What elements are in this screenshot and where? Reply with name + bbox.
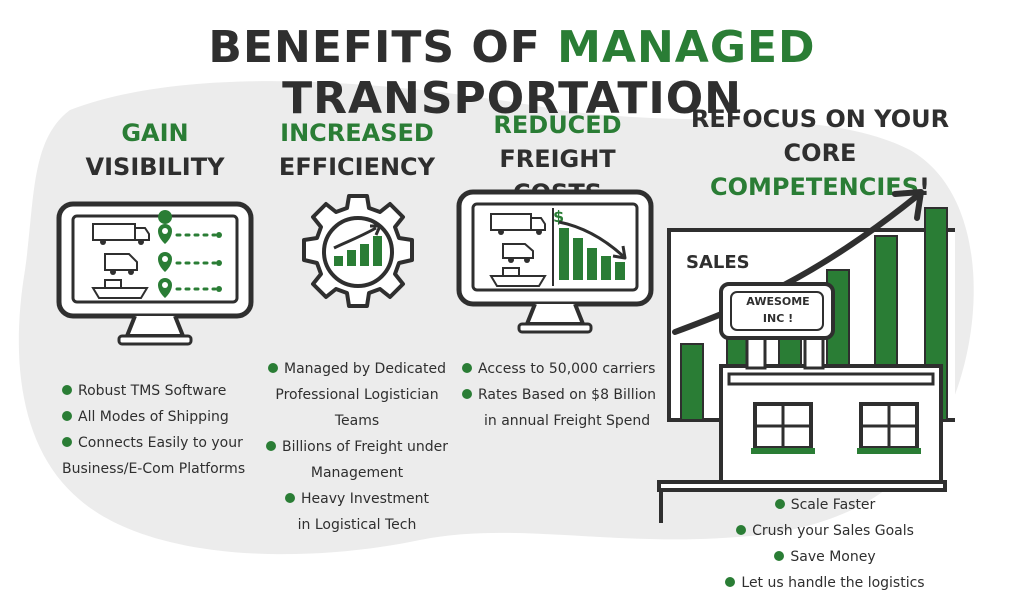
bullet-text: Rates Based on $8 Billion — [478, 387, 657, 403]
bullet-text-cont: Teams — [334, 413, 380, 429]
list-item: Crush your Sales Goals — [700, 518, 950, 544]
bullet-dot-icon — [62, 437, 72, 447]
sign-line1: AWESOME — [746, 295, 810, 308]
bullet-dot-icon — [267, 363, 278, 373]
list-item: Rates Based on $8 Billion in annual Frei… — [462, 382, 656, 434]
heading-increased-efficiency: INCREASED EFFICIENCY — [262, 116, 452, 184]
sales-label: SALES — [686, 252, 750, 273]
bullet-text: Scale Faster — [790, 497, 876, 513]
title-part1: BENEFITS OF — [208, 22, 541, 73]
bullet-text: Save Money — [790, 549, 876, 565]
bullet-dot-icon — [266, 441, 276, 451]
list-item: All Modes of Shipping — [62, 404, 245, 430]
heading-exclaim: ! — [919, 173, 930, 201]
bullet-text-cont: in annual Freight Spend — [484, 413, 651, 429]
sign-line2: INC ! — [762, 312, 794, 325]
list-item: Billions of Freight under Management — [262, 434, 452, 486]
bullet-text: All Modes of Shipping — [78, 409, 229, 425]
bullet-text-cont: Management — [310, 465, 404, 481]
svg-text:$: $ — [553, 207, 564, 226]
list-item: Robust TMS Software — [62, 378, 245, 404]
title-part2: TRANSPORTATION — [282, 73, 742, 124]
heading-reduced-freight-costs: REDUCED FREIGHT COSTS — [460, 108, 655, 210]
bullets-reduced-freight-costs: Access to 50,000 carriers Rates Based on… — [462, 356, 656, 434]
bullet-text-cont: Business/E-Com Platforms — [62, 461, 246, 477]
bullet-text: Crush your Sales Goals — [752, 523, 914, 539]
bullet-dot-icon — [774, 499, 785, 509]
bullets-gain-visibility: Robust TMS Software All Modes of Shippin… — [62, 378, 245, 482]
sales-building-icon — [657, 189, 955, 523]
heading-dark: EFFICIENCY — [278, 153, 436, 181]
list-item: Scale Faster — [700, 492, 950, 518]
gear-growth-icon — [302, 194, 414, 308]
heading-core: CORE — [783, 139, 857, 167]
heading-gain-visibility: GAIN VISIBILITY — [60, 116, 250, 184]
monitor-tracking-icon — [56, 201, 254, 346]
bullet-dot-icon — [462, 363, 472, 373]
bullet-text: Connects Easily to your — [78, 435, 243, 451]
heading-line2: CORE COMPETENCIES! — [680, 136, 960, 204]
bullet-text-cont: Professional Logistician — [275, 387, 439, 403]
bullet-text-cont: in Logistical Tech — [297, 517, 417, 533]
bullet-text: Heavy Investment — [300, 491, 430, 507]
list-item: Managed by Dedicated Professional Logist… — [262, 356, 452, 434]
page-title: BENEFITS OF MANAGED TRANSPORTATION — [0, 22, 1024, 124]
heading-refocus-core-competencies: REFOCUS ON YOUR CORE COMPETENCIES! — [680, 102, 960, 204]
bullet-text: Billions of Freight under — [282, 439, 448, 455]
bullet-text: Let us handle the logistics — [741, 575, 925, 591]
list-item: Access to 50,000 carriers — [462, 356, 656, 382]
heading-dark: VISIBILITY — [85, 153, 225, 181]
list-item: Connects Easily to your Business/E-Com P… — [62, 430, 245, 482]
bullet-dot-icon — [62, 385, 72, 395]
bullet-dot-icon — [284, 493, 295, 503]
monitor-costs-icon: $ — [456, 189, 654, 334]
heading-green: INCREASED — [280, 119, 434, 147]
bullet-text: Managed by Dedicated — [283, 361, 446, 377]
bullets-refocus: Scale Faster Crush your Sales Goals Save… — [700, 492, 950, 596]
bullet-dot-icon — [462, 389, 472, 399]
bullet-dot-icon — [736, 525, 747, 535]
bullet-dot-icon — [774, 551, 785, 561]
list-item: Heavy Investment in Logistical Tech — [262, 486, 452, 538]
title-highlight: MANAGED — [557, 22, 816, 73]
heading-green: GAIN — [121, 119, 189, 147]
bullet-text: Robust TMS Software — [78, 383, 227, 399]
heading-green: REDUCED — [493, 111, 622, 139]
heading-green: COMPETENCIES — [710, 173, 919, 201]
bullet-dot-icon — [62, 411, 72, 421]
bullets-increased-efficiency: Managed by Dedicated Professional Logist… — [262, 356, 452, 538]
list-item: Save Money — [700, 544, 950, 570]
bullet-dot-icon — [725, 577, 736, 587]
company-sign: AWESOME INC ! — [732, 293, 824, 327]
bullet-text: Access to 50,000 carriers — [478, 361, 656, 377]
heading-dark: REFOCUS ON YOUR — [690, 105, 950, 133]
list-item: Let us handle the logistics — [700, 570, 950, 596]
